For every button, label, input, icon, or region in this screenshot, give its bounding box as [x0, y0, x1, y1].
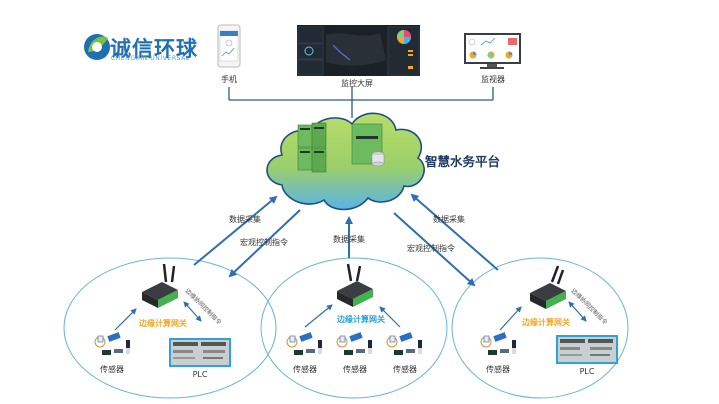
sensor-cluster-icon: [286, 332, 322, 355]
logo-icon: [84, 34, 110, 60]
platform-title: 智慧水务平台: [425, 154, 501, 169]
terminal-bus-lines: [228, 86, 494, 118]
arrow-right-down: [393, 212, 476, 287]
gateway-icon-center: [337, 263, 373, 307]
arrow-sensor-gateway-right: [499, 306, 522, 331]
sensor-clusters: [94, 332, 516, 355]
gateway-icon-right: [530, 265, 566, 309]
plc-icon-left: [169, 338, 231, 367]
plc-label-right: PLC: [579, 367, 595, 376]
gateway-label-right: 边缘计算网关: [522, 318, 570, 327]
dashboard-screen-icon: [297, 25, 420, 76]
site-boundary-center: [260, 257, 448, 399]
monitor-icon: [464, 33, 521, 69]
label-center-data-collection: 数据采集: [333, 235, 365, 244]
plc-label-left: PLC: [192, 370, 208, 379]
arrow-gateway-plc-left: [183, 301, 202, 322]
sensor-label-center-3: 传感器: [393, 365, 417, 374]
label-left-macro-control: 宏观控制指令: [240, 238, 288, 247]
arrow-sensor-gateway-center-2: [379, 306, 401, 328]
logo-name-cn: 诚信环球: [110, 37, 198, 61]
sensor-label-center-2: 传感器: [343, 365, 367, 374]
label-left-data-collection: 数据采集: [229, 215, 261, 224]
gateway-label-left: 边缘计算网关: [139, 319, 187, 328]
terminal-label-big-screen: 监控大屏: [341, 79, 373, 88]
gateway-label-center: 边缘计算网关: [337, 315, 385, 324]
sensor-cluster-icon: [386, 332, 422, 355]
logo-name-en: CHENGXIN UNIVERSAL: [111, 55, 190, 62]
site-boundary-right: [451, 257, 629, 399]
arrow-sensor-gateway-left: [114, 308, 137, 331]
sensor-cluster-icon: [480, 332, 516, 355]
plc-icon-right: [556, 335, 618, 364]
arrow-left-up: [193, 195, 278, 266]
sensor-label-center-1: 传感器: [293, 365, 317, 374]
gateway-icon-left: [142, 263, 178, 308]
sensor-cluster-icon: [336, 332, 372, 355]
arrow-gateway-plc-right: [568, 301, 587, 322]
sensor-label-left: 传感器: [100, 365, 124, 374]
arrow-sensor-gateway-center-1: [304, 304, 333, 328]
label-right-data-collection: 数据采集: [433, 215, 465, 224]
label-right-macro-control: 宏观控制指令: [407, 244, 455, 253]
smartphone-icon: [217, 24, 241, 68]
arrow-left-down: [228, 209, 301, 278]
sensor-label-right: 传感器: [486, 365, 510, 374]
site-boundary-left: [63, 257, 277, 399]
arrow-right-up: [410, 193, 499, 271]
cloud-server-icon: [266, 112, 425, 211]
terminal-label-monitor: 监视器: [481, 75, 505, 84]
sensor-cluster-icon: [94, 332, 130, 355]
terminal-label-phone: 手机: [221, 75, 237, 84]
